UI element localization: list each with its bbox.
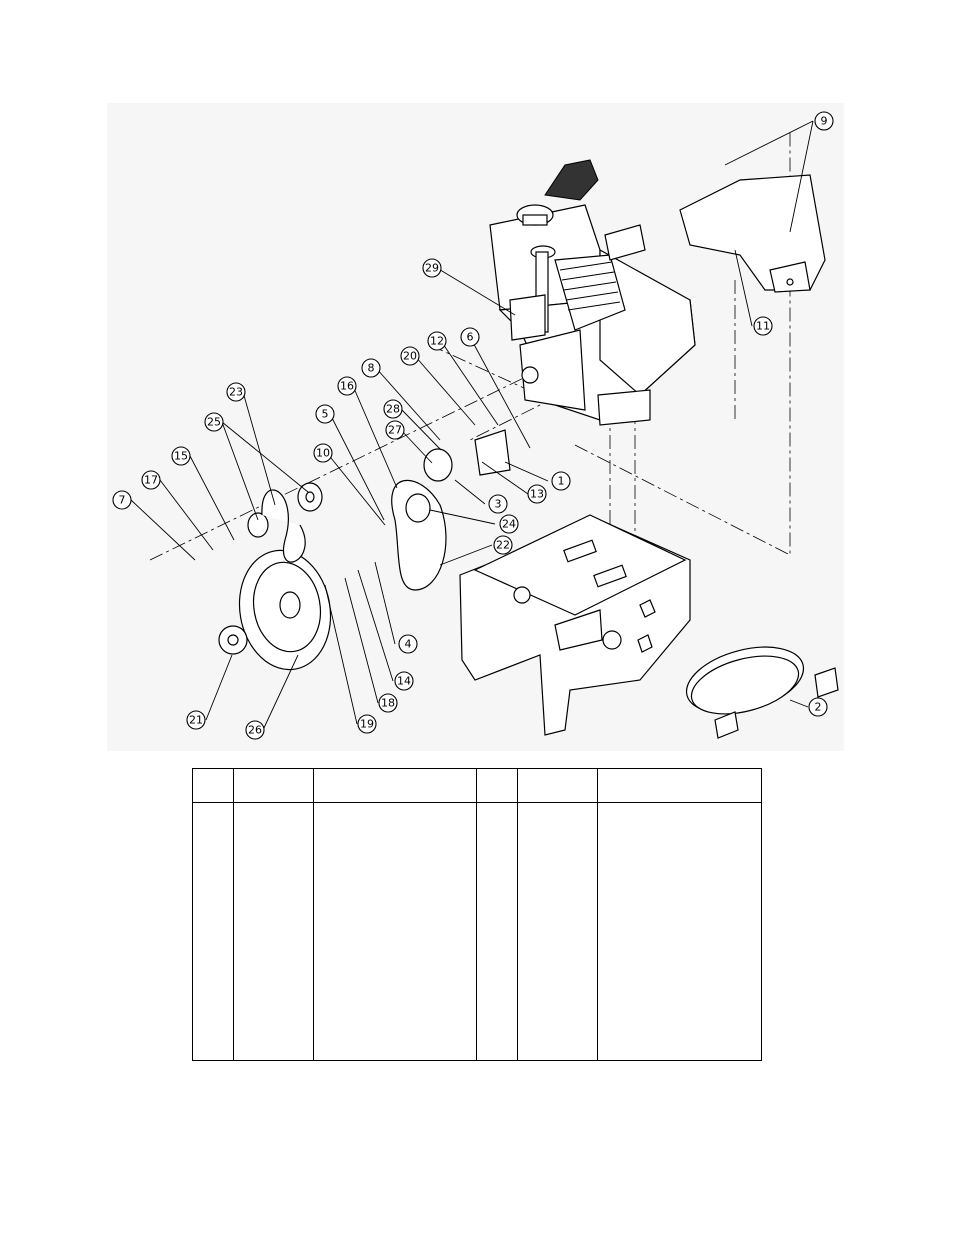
callout-26: 26 xyxy=(245,720,265,740)
svg-text:18: 18 xyxy=(381,697,395,710)
callout-6: 6 xyxy=(460,327,480,347)
svg-text:23: 23 xyxy=(229,386,243,399)
parts-list-table xyxy=(192,768,762,1061)
table-cell xyxy=(313,802,477,1061)
svg-text:16: 16 xyxy=(340,380,354,393)
svg-text:14: 14 xyxy=(397,675,411,688)
callout-27: 27 xyxy=(385,420,405,440)
svg-text:22: 22 xyxy=(496,539,510,552)
power-cord xyxy=(685,646,839,739)
header-desc-right xyxy=(597,768,762,803)
callout-13: 13 xyxy=(527,484,547,504)
table-header-row xyxy=(192,768,762,803)
header-desc-left xyxy=(313,768,477,803)
belt-cover xyxy=(679,174,826,293)
callout-15: 15 xyxy=(171,446,191,466)
svg-text:2: 2 xyxy=(815,701,822,714)
svg-text:13: 13 xyxy=(530,488,544,501)
callout-21: 21 xyxy=(186,710,206,730)
callout-18: 18 xyxy=(378,693,398,713)
svg-text:28: 28 xyxy=(386,403,400,416)
svg-text:11: 11 xyxy=(756,320,770,333)
callout-14: 14 xyxy=(394,671,414,691)
svg-text:15: 15 xyxy=(174,450,188,463)
header-part-right xyxy=(517,768,598,803)
svg-text:3: 3 xyxy=(495,498,502,511)
callout-19: 19 xyxy=(357,714,377,734)
svg-text:5: 5 xyxy=(322,408,329,421)
svg-text:27: 27 xyxy=(388,424,402,437)
callout-10: 10 xyxy=(313,443,333,463)
svg-text:4: 4 xyxy=(405,638,412,651)
table-row xyxy=(192,802,762,1061)
svg-text:6: 6 xyxy=(467,331,474,344)
callout-12: 12 xyxy=(427,331,447,351)
frame xyxy=(459,514,691,736)
svg-text:10: 10 xyxy=(316,447,330,460)
callout-8: 8 xyxy=(361,358,381,378)
header-ref-right xyxy=(476,768,518,803)
callout-4: 4 xyxy=(398,634,418,654)
engine xyxy=(489,159,696,426)
callout-17: 17 xyxy=(141,470,161,490)
table-cell xyxy=(476,802,518,1061)
table-cell xyxy=(597,802,762,1061)
svg-text:24: 24 xyxy=(502,518,516,531)
svg-text:7: 7 xyxy=(119,494,126,507)
callout-23: 23 xyxy=(226,382,246,402)
callout-24: 24 xyxy=(499,514,519,534)
svg-text:12: 12 xyxy=(430,335,444,348)
svg-text:19: 19 xyxy=(360,718,374,731)
svg-text:1: 1 xyxy=(558,475,565,488)
callout-2: 2 xyxy=(808,697,828,717)
alignment-lines xyxy=(149,130,791,570)
svg-text:21: 21 xyxy=(189,714,203,727)
callout-28: 28 xyxy=(383,399,403,419)
svg-text:29: 29 xyxy=(425,262,439,275)
svg-text:8: 8 xyxy=(368,362,375,375)
cylinder-fins xyxy=(559,261,621,311)
drive-pulleys xyxy=(218,429,511,671)
leader-lines xyxy=(130,120,814,731)
callout-22: 22 xyxy=(493,535,513,555)
table-cell xyxy=(233,802,314,1061)
callout-20: 20 xyxy=(400,346,420,366)
table-cell xyxy=(517,802,598,1061)
callout-16: 16 xyxy=(337,376,357,396)
svg-text:20: 20 xyxy=(403,350,417,363)
callout-5: 5 xyxy=(315,404,335,424)
callout-9: 9 xyxy=(814,111,834,131)
svg-text:17: 17 xyxy=(144,474,158,487)
callout-29: 29 xyxy=(422,258,442,278)
callout-1: 1 xyxy=(551,471,571,491)
table-cell xyxy=(192,802,234,1061)
callout-11: 11 xyxy=(753,316,773,336)
svg-text:26: 26 xyxy=(248,724,262,737)
header-ref-left xyxy=(192,768,234,803)
svg-text:9: 9 xyxy=(821,115,828,128)
svg-text:25: 25 xyxy=(207,416,221,429)
callout-7: 7 xyxy=(112,490,132,510)
header-part-left xyxy=(233,768,314,803)
callout-3: 3 xyxy=(488,494,508,514)
callout-25: 25 xyxy=(204,412,224,432)
